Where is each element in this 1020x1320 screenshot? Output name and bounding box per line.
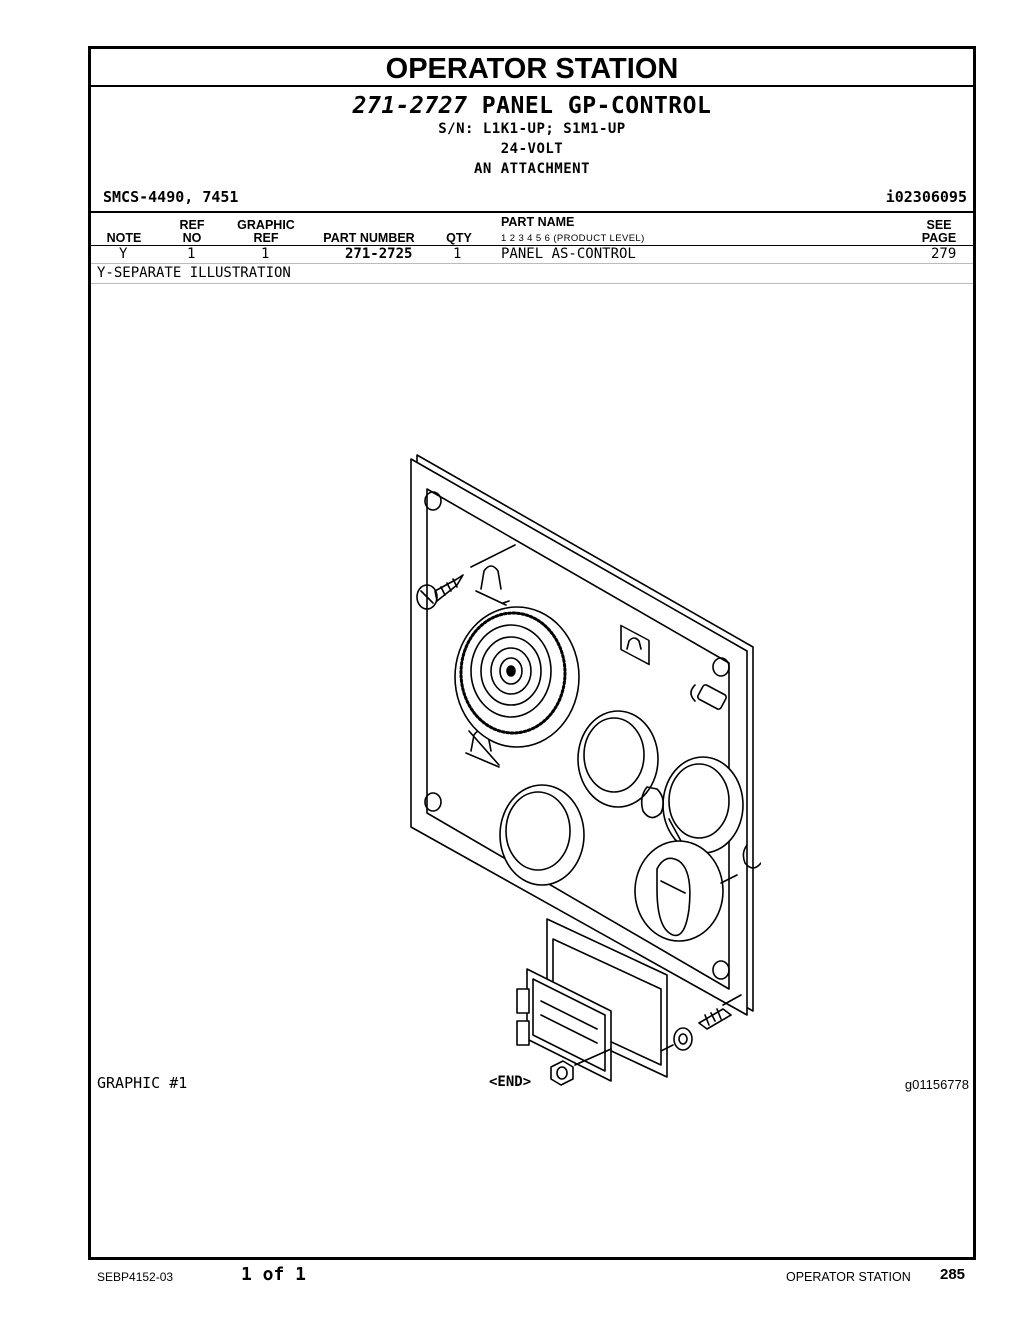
horn-symbol-small-icon [620,624,650,666]
attachment-note: AN ATTACHMENT [473,161,591,177]
separate-illustration-note: Y-SEPARATE ILLUSTRATION [97,265,291,281]
image-id: i02306095 [885,188,967,206]
col-part-name: PART NAME [501,215,575,229]
table-header-rule [91,245,973,246]
row-see-page: 279 [931,246,957,262]
col-ref-no: REF NO [179,218,205,245]
voltage: 24-VOLT [500,141,564,157]
row-part-number: 271-2725 [345,246,413,262]
note-rule [91,283,973,284]
serial-numbers: S/N: L1K1-UP; S1M1-UP [438,121,626,137]
col-part-number: PART NUMBER [323,231,415,245]
group-part-number: 271-2727 [352,93,468,119]
indicator-symbol-icon [690,684,727,710]
col-note: NOTE [106,231,142,245]
key-position-symbol-icon [720,844,761,884]
connector [516,918,668,1082]
row-qty: 1 [453,246,462,262]
screw-icon [698,994,742,1030]
mounting-hole-icon [712,960,730,980]
page-number: 285 [940,1266,966,1283]
row-note: Y [119,246,128,262]
rotary-knob [454,606,580,748]
row-rule [91,263,973,264]
panel-inner-border [426,488,730,990]
horn-symbol-icon [475,565,510,606]
col-graphic-ref: GRAPHIC REF [237,218,295,245]
group-header: 271-2727 PANEL GP-CONTROL S/N: L1K1-UP; … [91,93,973,179]
page-frame: OPERATOR STATION 271-2727 PANEL GP-CONTR… [88,46,976,1260]
mounting-hole-icon [424,792,442,812]
row-graphic-ref: 1 [261,246,270,262]
washer-icon [673,1027,693,1051]
mounting-hole-icon [424,491,442,511]
page-of: 1 of 1 [241,1264,307,1285]
end-marker: <END> [489,1074,532,1090]
push-button [577,710,659,808]
push-button [499,784,585,886]
section-title: OPERATOR STATION [91,49,973,87]
graphic-label: GRAPHIC #1 [97,1074,188,1092]
col-qty: QTY [446,231,472,245]
nut-icon [550,1048,612,1086]
table-top-rule [91,211,973,213]
graphic-id: g01156778 [904,1077,969,1092]
key-switch [634,840,724,942]
leader-line [660,1044,674,1052]
key-symbol-icon [640,786,682,842]
col-product-levels: 1 2 3 4 5 6 (PRODUCT LEVEL) [501,233,645,244]
smcs-code: SMCS-4490, 7451 [103,188,239,206]
row-part-name: PANEL AS-CONTROL [501,246,636,262]
push-button [662,756,744,854]
footer-section: OPERATOR STATION [786,1270,911,1284]
row-ref-no: 1 [187,246,196,262]
doc-number: SEBP4152-03 [97,1270,174,1284]
col-see-page: SEE PAGE [921,218,957,245]
mounting-hole-icon [712,657,730,677]
group-part-name: PANEL GP-CONTROL [481,93,712,119]
control-panel-illustration: 1 [410,454,761,1086]
screw-icon [416,544,516,610]
